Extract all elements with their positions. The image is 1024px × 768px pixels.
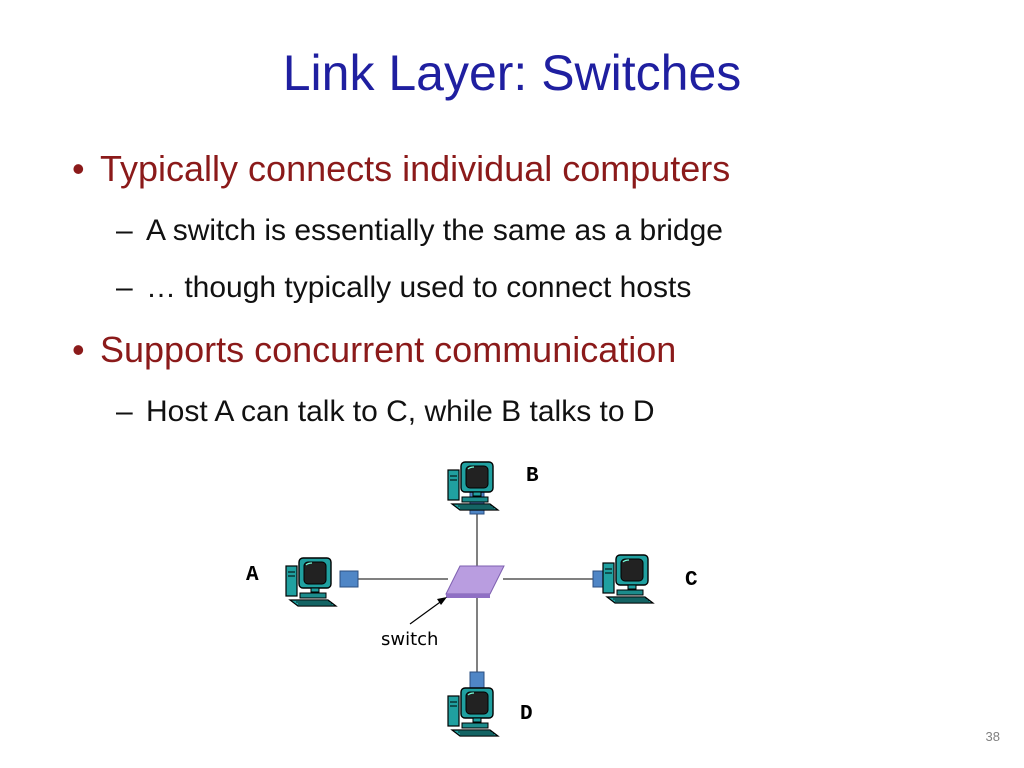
host-c-computer-icon xyxy=(602,554,654,604)
sub-bullet-text: A switch is essentially the same as a br… xyxy=(146,214,723,247)
slide-title: Link Layer: Switches xyxy=(282,45,742,101)
dash-glyph: – xyxy=(116,271,133,304)
arrowhead xyxy=(437,597,447,605)
bullet-glyph: • xyxy=(72,148,85,189)
host-a-port xyxy=(339,570,359,588)
host-b-label: B xyxy=(526,465,539,488)
dash-glyph: – xyxy=(116,395,133,428)
bullet-glyph: • xyxy=(72,329,85,370)
bullet-text: Supports concurrent communication xyxy=(100,329,677,370)
switch-label: switch xyxy=(381,629,438,650)
dash-glyph: – xyxy=(116,214,133,247)
switch-pointer-arrow xyxy=(409,599,444,625)
host-a-label: A xyxy=(246,564,259,587)
host-d-computer-icon xyxy=(447,687,499,737)
sub-bullet-text: Host A can talk to C, while B talks to D xyxy=(146,395,655,428)
switch-icon xyxy=(445,565,505,598)
host-c-label: C xyxy=(685,569,698,592)
host-d-label: D xyxy=(520,703,533,726)
sub-bullet-text: … though typically used to connect hosts xyxy=(146,271,692,304)
bullet-text: Typically connects individual computers xyxy=(100,148,731,189)
host-a-computer-icon xyxy=(285,557,337,607)
page-number: 38 xyxy=(985,729,1000,744)
